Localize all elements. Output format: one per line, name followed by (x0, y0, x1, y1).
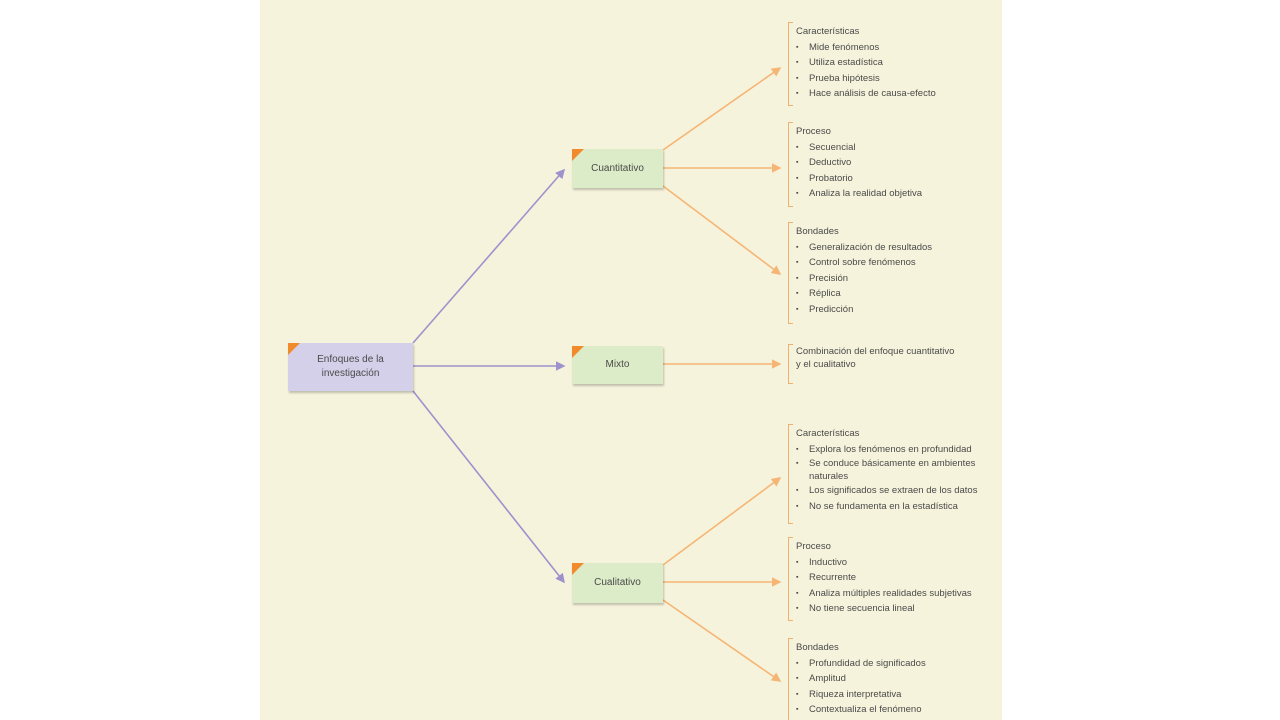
list-item: Los significados se extraen de los datos (796, 483, 998, 499)
mixed-label: Mixto (605, 359, 630, 370)
quantitative-label: Cuantitativo (591, 162, 644, 174)
corner-accent (572, 149, 584, 161)
qualitative-label: Cualitativo (594, 577, 641, 588)
bracket-tick (788, 323, 793, 324)
list-item: Se conduce básicamente en ambientes natu… (796, 457, 984, 483)
bracket-tick (788, 122, 793, 123)
item-list: Explora los fenómenos en profundidad Se … (796, 442, 998, 515)
list-item: Profundidad de significados (796, 656, 998, 672)
bracket-tick (788, 638, 793, 639)
root-label: Enfoques de la investigación (317, 354, 384, 379)
group-title: Proceso (796, 126, 831, 137)
list-item: Prueba hipótesis (796, 71, 998, 87)
list-item: Analiza la realidad objetiva (796, 186, 998, 202)
list-item: Inductivo (796, 555, 998, 571)
item-list: Mide fenómenos Utiliza estadística Prueb… (796, 40, 998, 102)
corner-accent (572, 563, 584, 575)
root-node: Enfoques de la investigación (288, 343, 413, 391)
group-title: Características (796, 26, 860, 37)
connector-qual-characteristics (662, 477, 782, 566)
list-item: Probatorio (796, 171, 998, 187)
list-item: Riqueza interpretativa (796, 687, 998, 703)
list-item: Analiza múltiples realidades subjetivas (796, 586, 998, 602)
bracket-tick (788, 537, 793, 538)
corner-accent (572, 346, 584, 358)
connector-qual-benefits (662, 599, 782, 682)
list-item: Deductivo (796, 155, 998, 171)
mixed-node: Mixto (572, 346, 663, 384)
bracket-tick (788, 620, 793, 621)
item-list: Secuencial Deductivo Probatorio Analiza … (796, 140, 998, 202)
bracket-tick (788, 424, 793, 425)
qual-characteristics-group: Características Explora los fenómenos en… (788, 424, 998, 524)
list-item: Explora los fenómenos en profundidad (796, 442, 998, 458)
bracket-tick (788, 344, 793, 345)
qualitative-node: Cualitativo (572, 563, 663, 603)
bracket-tick (788, 206, 793, 207)
group-title: Características (796, 428, 860, 439)
list-item: Secuencial (796, 140, 998, 156)
list-item: Utiliza estadística (796, 55, 998, 71)
quant-characteristics-group: Características Mide fenómenos Utiliza e… (788, 22, 998, 106)
list-item: Mide fenómenos (796, 40, 998, 56)
qual-process-group: Proceso Inductivo Recurrente Analiza múl… (788, 537, 998, 621)
connector-root-quantitative (412, 168, 566, 344)
bracket-tick (788, 105, 793, 106)
bracket-tick (788, 383, 793, 384)
corner-accent (288, 343, 300, 355)
group-title: Bondades (796, 226, 839, 237)
qual-benefits-group: Bondades Profundidad de significados Amp… (788, 638, 998, 720)
bracket-tick (788, 523, 793, 524)
list-item: Recurrente (796, 570, 998, 586)
connector-quant-characteristics (662, 67, 782, 151)
group-title: Proceso (796, 541, 831, 552)
list-item: Control sobre fenómenos (796, 255, 998, 271)
quantitative-node: Cuantitativo (572, 149, 663, 188)
item-list: Generalización de resultados Control sob… (796, 240, 998, 318)
quant-process-group: Proceso Secuencial Deductivo Probatorio … (788, 122, 998, 207)
list-item: No tiene secuencia lineal (796, 601, 998, 617)
list-item: Contextualiza el fenómeno (796, 702, 998, 718)
list-item: Réplica (796, 286, 998, 302)
list-item: Generalización de resultados (796, 240, 998, 256)
mixed-description-group: Combinación del enfoque cuantitativo y e… (788, 344, 998, 384)
list-item: Amplitud (796, 671, 998, 687)
list-item: Predicción (796, 302, 998, 318)
list-item: Hace análisis de causa-efecto (796, 86, 998, 102)
connector-root-qualitative (412, 390, 565, 584)
bracket-tick (788, 222, 793, 223)
item-list: Inductivo Recurrente Analiza múltiples r… (796, 555, 998, 617)
mixed-description-line: Combinación del enfoque cuantitativo (796, 346, 955, 357)
quant-benefits-group: Bondades Generalización de resultados Co… (788, 222, 998, 324)
list-item: Precisión (796, 271, 998, 287)
list-item: No se fundamenta en la estadística (796, 499, 998, 515)
mixed-description-line: y el cualitativo (796, 359, 856, 370)
group-title: Bondades (796, 642, 839, 653)
connector-quant-benefits (662, 185, 782, 275)
item-list: Profundidad de significados Amplitud Riq… (796, 656, 998, 718)
bracket-tick (788, 22, 793, 23)
